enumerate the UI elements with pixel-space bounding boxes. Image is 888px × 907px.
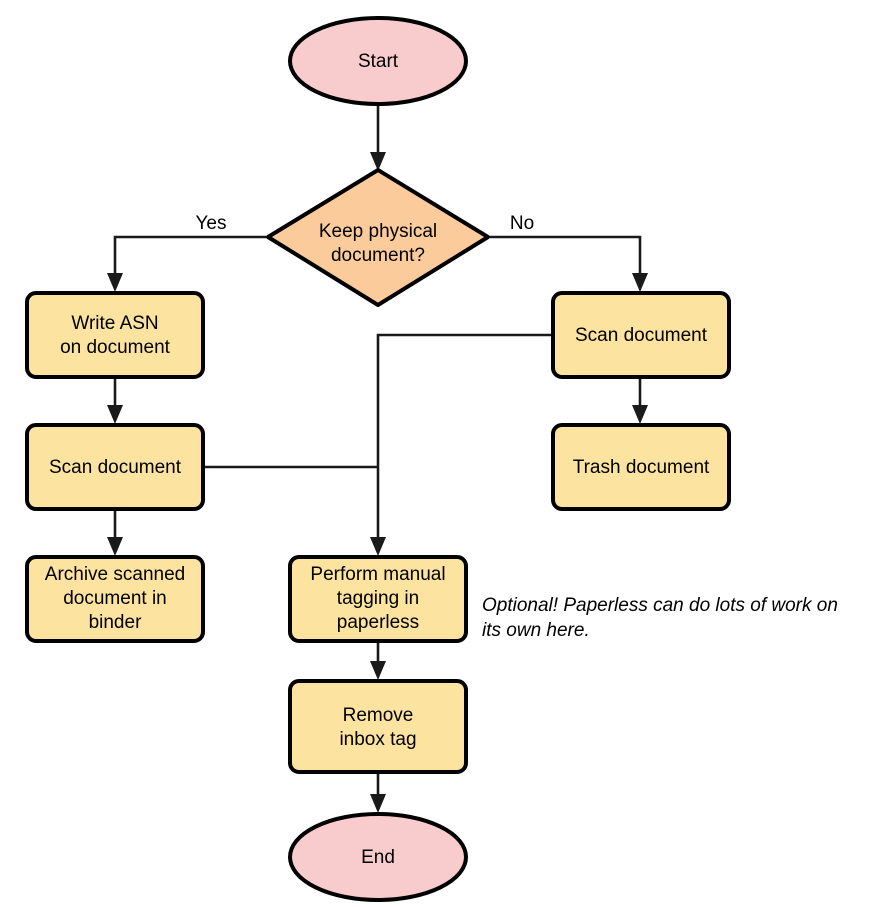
- edge-layer: [107, 105, 648, 813]
- node-decision-label-line2: document?: [331, 245, 425, 266]
- arrowhead: [370, 537, 386, 556]
- decision-diamond[interactable]: [266, 168, 490, 307]
- node-manual-tagging-label-line3: paperless: [337, 612, 419, 633]
- annotation-optional-note: Optional! Paperless can do lots of work …: [482, 595, 838, 641]
- node-start-label: Start: [358, 51, 399, 72]
- node-scan-right[interactable]: Scan document: [551, 291, 731, 379]
- node-archive-label-line3: binder: [89, 612, 142, 633]
- edge-line: [376, 333, 552, 545]
- node-archive-label-line2: document in: [63, 588, 167, 609]
- arrowhead: [370, 661, 386, 680]
- node-start[interactable]: Start: [288, 16, 468, 106]
- arrowhead: [107, 537, 123, 556]
- edge-write-asn-to-scan-left: [107, 377, 123, 424]
- edge-scan-right-to-manual-tagging: [370, 333, 552, 556]
- arrowhead: [632, 405, 648, 424]
- node-scan-left[interactable]: Scan document: [25, 423, 205, 511]
- node-manual-tagging-label-line1: Perform manual: [310, 564, 445, 585]
- node-write-asn[interactable]: Write ASN on document: [25, 291, 205, 379]
- edge-decision-to-scan-right: [490, 235, 648, 292]
- node-remove-inbox-label-line1: Remove: [343, 705, 414, 726]
- scan-right-box[interactable]: [551, 291, 731, 379]
- node-trash[interactable]: Trash document: [551, 423, 731, 511]
- edge-manual-tagging-to-remove-inbox: [370, 641, 386, 680]
- node-write-asn-label-line1: Write ASN: [71, 313, 158, 334]
- arrowhead: [632, 273, 648, 292]
- node-decision-label-line1: Keep physical: [319, 221, 437, 242]
- edge-line: [113, 235, 266, 281]
- trash-box[interactable]: [551, 423, 731, 511]
- node-remove-inbox[interactable]: Remove inbox tag: [288, 679, 468, 774]
- write-asn-box[interactable]: [25, 291, 205, 379]
- node-archive[interactable]: Archive scanned document in binder: [25, 555, 205, 643]
- edge-label-no: No: [510, 213, 534, 234]
- edge-start-to-decision: [370, 105, 386, 171]
- annotation-line-1: Optional! Paperless can do lots of work …: [482, 595, 838, 616]
- node-archive-label-line1: Archive scanned: [45, 564, 185, 585]
- arrowhead: [107, 405, 123, 424]
- node-manual-tagging[interactable]: Perform manual tagging in paperless: [288, 555, 468, 643]
- node-write-asn-label-line2: on document: [60, 337, 171, 358]
- edge-label-yes: Yes: [196, 213, 227, 234]
- node-end[interactable]: End: [288, 812, 468, 902]
- node-end-label: End: [361, 847, 395, 868]
- archive-box[interactable]: [25, 555, 205, 643]
- edge-line: [490, 235, 642, 281]
- node-scan-left-label: Scan document: [49, 457, 182, 478]
- start-ellipse[interactable]: [288, 16, 468, 106]
- remove-inbox-box[interactable]: [288, 679, 468, 774]
- node-manual-tagging-label-line2: tagging in: [337, 588, 419, 609]
- edge-scan-right-to-trash: [632, 377, 648, 424]
- arrowhead: [370, 152, 386, 171]
- node-decision[interactable]: Keep physical document?: [266, 168, 490, 307]
- node-remove-inbox-label-line2: inbox tag: [339, 729, 416, 750]
- node-scan-right-label: Scan document: [575, 325, 708, 346]
- annotation-line-2: its own here.: [482, 620, 590, 641]
- edge-remove-inbox-to-end: [370, 772, 386, 813]
- edge-scan-left-to-archive: [107, 509, 123, 556]
- edge-decision-to-write-asn: [107, 235, 266, 292]
- arrowhead: [370, 794, 386, 813]
- arrowhead: [107, 273, 123, 292]
- end-ellipse[interactable]: [288, 812, 468, 902]
- node-trash-label: Trash document: [573, 457, 710, 478]
- manual-tagging-box[interactable]: [288, 555, 468, 643]
- scan-left-box[interactable]: [25, 423, 205, 511]
